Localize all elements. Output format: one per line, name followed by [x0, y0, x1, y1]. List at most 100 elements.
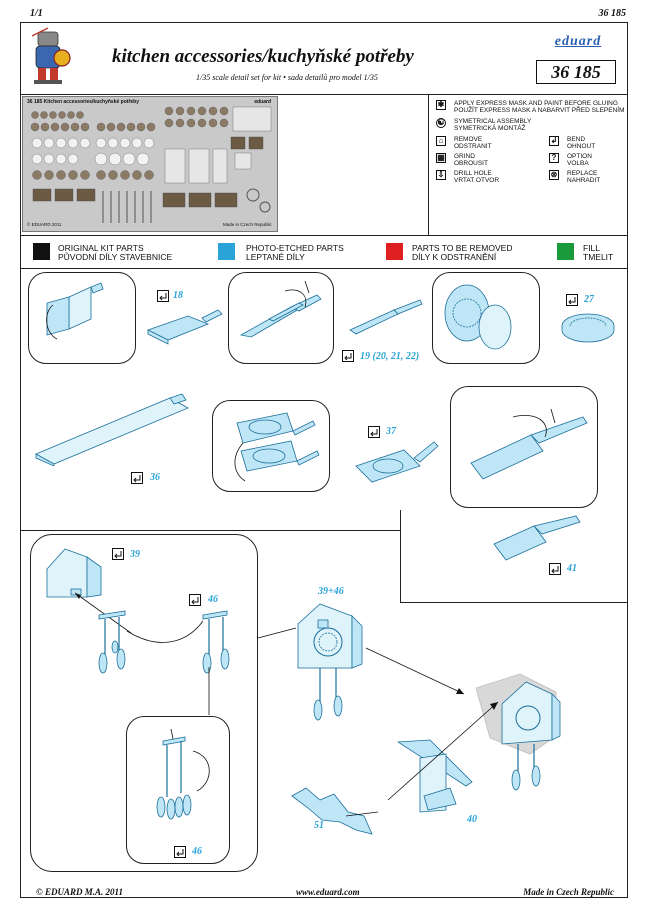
code-box: 36 185 — [536, 60, 616, 84]
decoration-part-51 — [291, 787, 378, 835]
bend-cz: OHNOUT — [567, 143, 596, 150]
eduard-knight-logo-icon — [31, 27, 71, 84]
header-divider — [20, 94, 628, 95]
bend-icon-46a — [189, 594, 201, 606]
callout-19: 19 (20, 21, 22) — [360, 351, 420, 362]
final-assembly-illustration — [387, 673, 561, 813]
bend-icon-19 — [342, 350, 354, 362]
callout-51: 51 — [314, 820, 324, 831]
callout-18: 18 — [173, 290, 183, 301]
bend-icon-36 — [131, 472, 143, 484]
fret-made-in: Made in Czech Republic — [223, 222, 272, 227]
legend-original-en: ORIGINAL KIT PARTS — [58, 243, 144, 253]
sheet-frame — [20, 22, 628, 898]
cleaver-folded-illustration — [470, 408, 588, 480]
legend-swatch-removed — [386, 243, 403, 260]
callout-46b: 46 — [192, 846, 202, 857]
knife-panel — [228, 272, 334, 364]
section-divider-3 — [400, 602, 628, 603]
fret-brand: eduard — [254, 99, 271, 105]
section-divider-1 — [20, 530, 400, 531]
symmetrical-cz: SYMETRICKÁ MONTÁŽ — [454, 125, 526, 132]
plate-panel — [432, 272, 540, 364]
cutting-board-folded-illustration — [46, 282, 104, 340]
legend-swatch-fill — [557, 243, 574, 260]
option-cz: VOLBA — [567, 160, 589, 167]
fret-parts — [30, 106, 272, 223]
page-subtitle: 1/35 scale detail set for kit • sada det… — [196, 73, 378, 82]
drill-cz: VRTAT OTVOR — [454, 177, 500, 184]
bend-icon-46b — [174, 846, 186, 858]
callout-40: 40 — [467, 814, 477, 825]
legend-removed-cz: DÍLY K ODSTRANĚNÍ — [412, 252, 497, 262]
callout-37: 37 — [386, 426, 396, 437]
replace-icon: ⊗ — [549, 170, 559, 180]
bend-icon-37 — [368, 426, 380, 438]
remove-cz: ODSTRANIT — [454, 143, 492, 150]
bend-icon-18 — [157, 290, 169, 302]
knife-folded-illustration — [239, 280, 322, 338]
express-mask-cz: POUŽÍT EXPRESS MASK A NABARVIT PŘED SLEP… — [454, 107, 625, 114]
express-mask-icon: ✱ — [436, 100, 446, 110]
symbols-divider — [428, 94, 429, 235]
cleaver-part-41 — [493, 515, 581, 561]
tray-part-36 — [35, 393, 189, 466]
bend-icon-27 — [566, 294, 578, 306]
legend-top-line — [20, 235, 628, 236]
legend-photo-etched-cz: LEPTANÉ DÍLY — [246, 252, 305, 262]
footer-made-in: Made in Czech Republic — [523, 887, 614, 897]
callout-41: 41 — [567, 563, 577, 574]
legend-photo-etched-en: PHOTO-ETCHED PARTS — [246, 243, 344, 253]
drill-en: DRILL HOLE — [454, 170, 492, 177]
header-code: 36 185 — [598, 8, 627, 19]
section-divider-2 — [400, 510, 401, 602]
legend-original-cz: PŮVODNÍ DÍLY STAVEBNICE — [58, 252, 173, 262]
legend-fill-en: FILL — [583, 243, 601, 253]
pendulum-panel — [126, 716, 230, 864]
callout-39: 39 — [130, 549, 140, 560]
callout-39-46: 39+46 — [318, 586, 344, 597]
option-icon: ? — [549, 153, 559, 163]
express-mask-en: APPLY EXPRESS MASK AND PAINT BEFORE GLUI… — [454, 100, 618, 107]
knife-part-19 — [349, 299, 423, 335]
legend-fill-cz: TMELIT — [583, 252, 614, 262]
callout-27: 27 — [584, 294, 594, 305]
ornate-board-part-37 — [355, 441, 439, 483]
legend-swatch-original — [33, 243, 50, 260]
page-number: 1/1 — [30, 8, 43, 19]
fret-copyright: © EDUARD 2011 — [27, 222, 62, 227]
legend-removed-en: PARTS TO BE REMOVED — [412, 243, 513, 253]
bend-en: BEND — [567, 136, 586, 143]
cutting-board-part-18 — [146, 309, 223, 345]
legend-bottom-line — [20, 268, 628, 269]
photo-etched-fret: 36 185 Kitchen accessories/kuchyňské pot… — [22, 96, 278, 232]
pendulum-illustration — [156, 728, 210, 820]
grind-icon: ▦ — [436, 153, 446, 163]
legend-swatch-photo-etched — [218, 243, 235, 260]
page-title: kitchen accessories/kuchyňské potřeby — [112, 46, 414, 67]
cutting-board-panel — [28, 272, 136, 364]
option-en: OPTION — [567, 153, 592, 160]
footer-url[interactable]: www.eduard.com — [296, 887, 360, 897]
bend-icon: ↲ — [549, 136, 559, 146]
drill-icon: ⇩ — [436, 170, 446, 180]
brand-logo: eduard — [554, 34, 602, 49]
cleaver-panel — [450, 386, 598, 508]
symmetrical-en: SYMETRICAL ASSEMBLY — [454, 118, 532, 125]
clock-assembly-illustration — [46, 548, 230, 715]
replace-en: REPLACE — [567, 170, 598, 177]
ornate-board-panel — [212, 400, 330, 492]
replace-cz: NAHRADIT — [567, 177, 601, 184]
remove-en: REMOVE — [454, 136, 483, 143]
symmetrical-icon: ☯ — [436, 118, 446, 128]
